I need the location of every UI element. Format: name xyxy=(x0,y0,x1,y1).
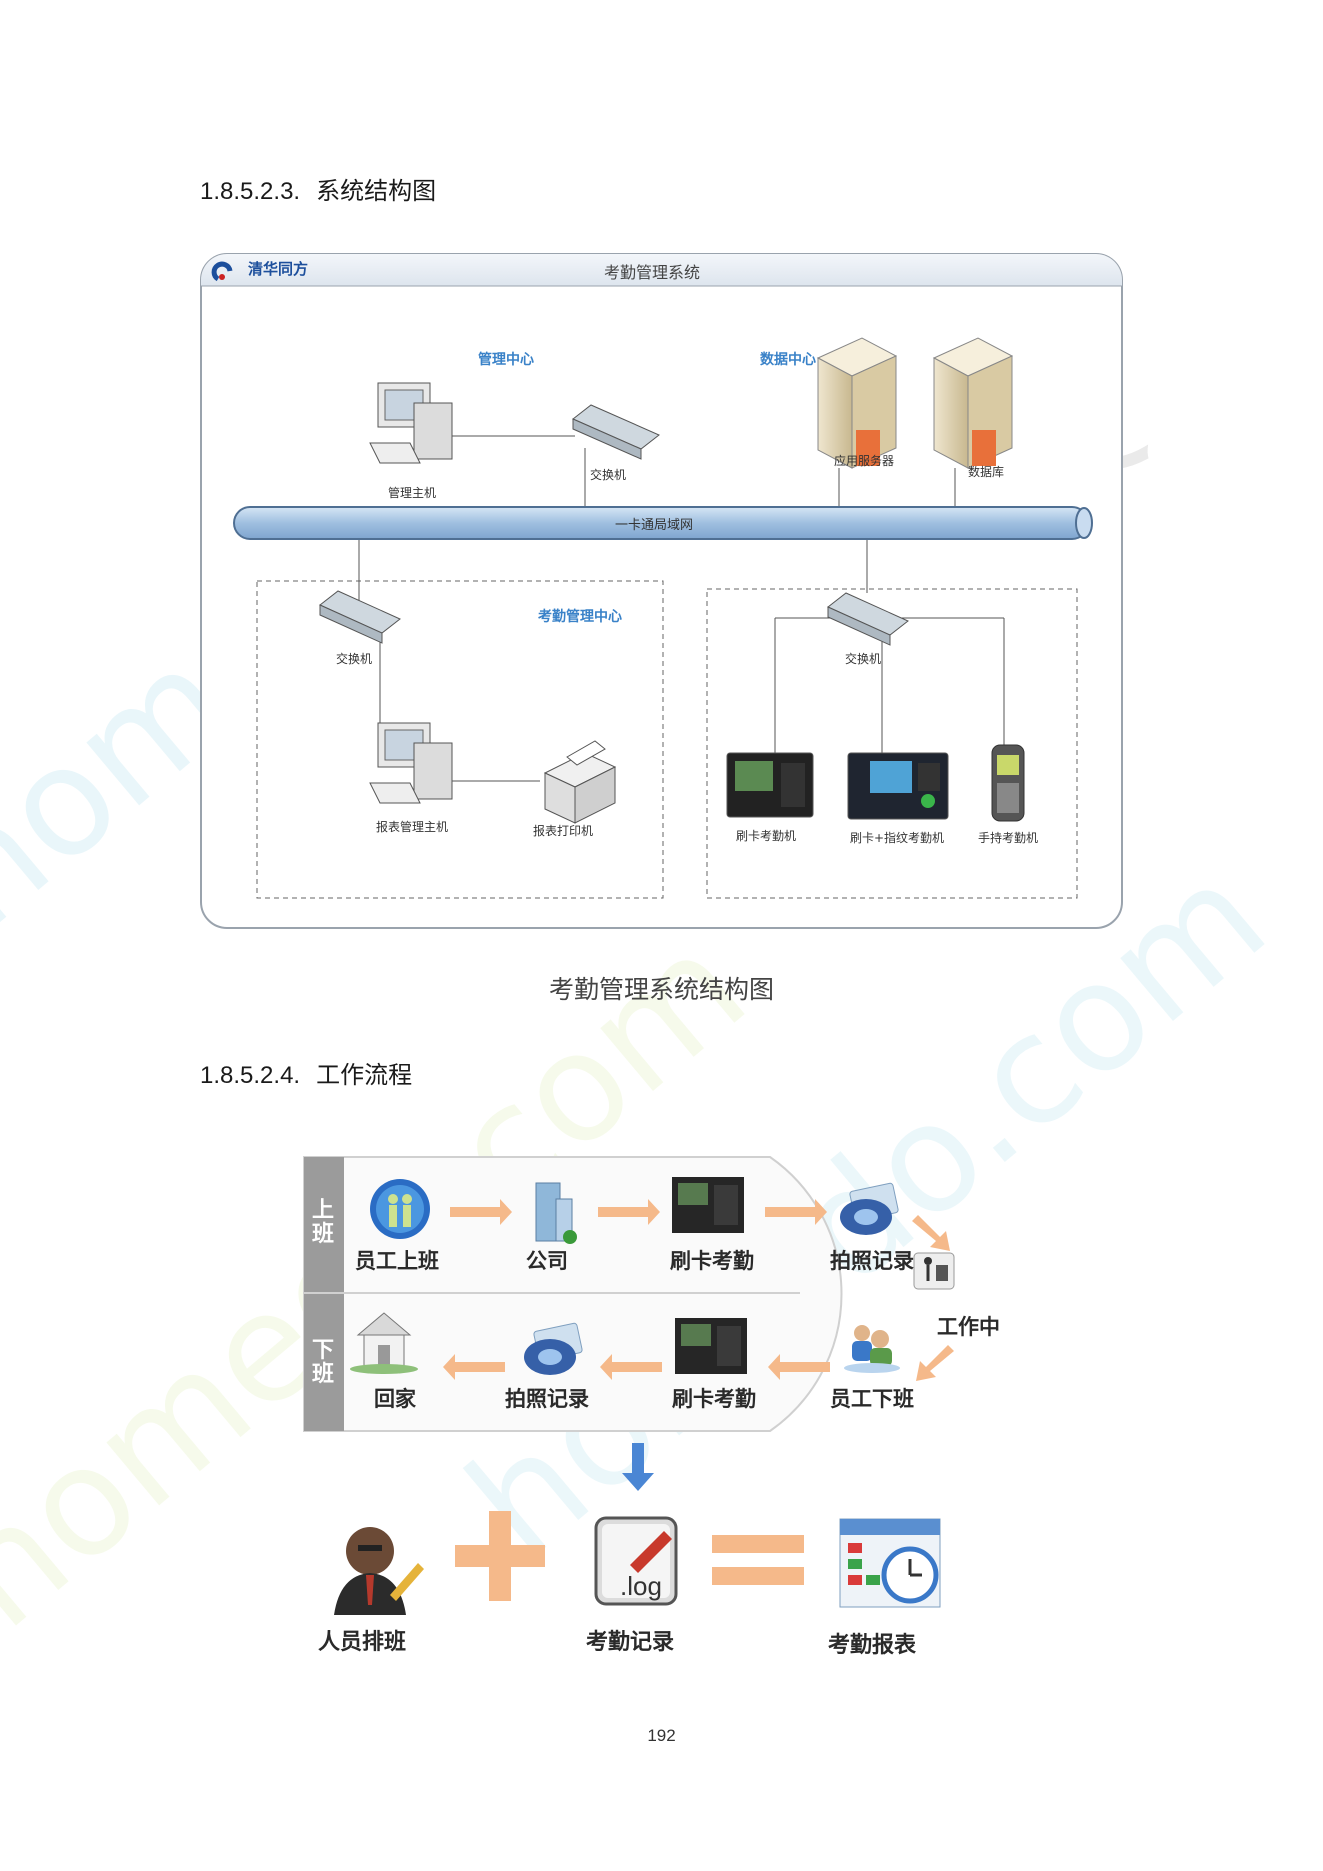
bottom-step-2: 拍照记录 xyxy=(505,1387,589,1411)
top-step-4: 拍照记录 xyxy=(830,1249,914,1273)
walking-people-icon xyxy=(370,1179,430,1239)
report-host-label: 报表管理主机 xyxy=(376,820,449,834)
working-person-icon xyxy=(913,1252,955,1290)
person-schedule-icon xyxy=(334,1527,424,1615)
result-schedule: 人员排班 xyxy=(318,1630,407,1655)
bottom-step-3: 刷卡考勤 xyxy=(672,1387,756,1411)
section-heading-2: 1.8.5.2.4. 工作流程 xyxy=(200,1055,412,1090)
plus-icon xyxy=(455,1511,545,1601)
structure-diagram-graphic xyxy=(200,253,1123,929)
lan-label: 一卡通局域网 xyxy=(615,518,694,533)
data-center-label: 数据中心 xyxy=(760,352,816,368)
off-duty-label: 下班 xyxy=(312,1338,335,1387)
section-title: 工作流程 xyxy=(316,1062,413,1089)
section-number: 1.8.5.2.3. xyxy=(200,178,301,205)
handheld-terminal-icon xyxy=(991,744,1025,822)
top-step-3: 刷卡考勤 xyxy=(670,1249,754,1273)
attendance-terminal-icon xyxy=(672,1177,744,1233)
switch-label-left: 交换机 xyxy=(336,652,373,666)
switch-icon xyxy=(827,592,909,646)
handheld-terminal-label: 手持考勤机 xyxy=(978,831,1039,845)
switch-label-top: 交换机 xyxy=(590,468,627,482)
camera-photo-icon xyxy=(840,1182,899,1235)
working-label: 工作中 xyxy=(937,1315,1000,1339)
section-number: 1.8.5.2.4. xyxy=(200,1062,301,1089)
building-icon xyxy=(535,1182,577,1244)
report-printer-label: 报表打印机 xyxy=(533,824,594,838)
result-report: 考勤报表 xyxy=(828,1633,917,1658)
workflow-graphic xyxy=(303,1156,955,1615)
app-server-label: 应用服务器 xyxy=(834,454,895,468)
computer-icon xyxy=(369,722,453,804)
top-step-2: 公司 xyxy=(526,1249,568,1273)
house-icon xyxy=(350,1312,418,1374)
attendance-center-label: 考勤管理中心 xyxy=(538,609,622,625)
log-file-icon xyxy=(594,1516,678,1606)
switch-label-right: 交换机 xyxy=(845,652,882,666)
employees-icon xyxy=(844,1325,900,1373)
top-step-1: 员工上班 xyxy=(355,1249,439,1273)
diagram-title: 考勤管理系统 xyxy=(604,263,701,282)
switch-icon xyxy=(572,404,660,460)
report-calendar-icon xyxy=(839,1518,941,1608)
camera-photo-icon xyxy=(524,1322,583,1375)
card-fingerprint-terminal-icon xyxy=(847,752,949,820)
card-finger-terminal-label: 刷卡+指纹考勤机 xyxy=(850,831,945,845)
printer-icon xyxy=(543,740,617,824)
log-icon-text: .log xyxy=(620,1571,662,1601)
on-duty-label: 上班 xyxy=(312,1198,335,1247)
server-icon xyxy=(932,337,1014,469)
database-label: 数据库 xyxy=(968,465,1005,479)
equals-icon xyxy=(712,1535,804,1585)
workflow-diagram: 上班 下班 员工上班 公司 刷卡考勤 拍照记录 工作中 回家 拍照记录 刷卡考勤… xyxy=(300,1155,1040,1685)
figure-caption: 考勤管理系统结构图 xyxy=(548,975,774,1004)
attendance-terminal-icon xyxy=(675,1318,747,1374)
computer-icon xyxy=(369,382,453,464)
section-title: 系统结构图 xyxy=(316,178,437,205)
bottom-step-4: 员工下班 xyxy=(830,1387,914,1411)
structure-diagram: 清华同方 考勤管理系统 管理中心 数据中心 管理主机 交换机 应用服务器 数据库… xyxy=(200,253,1123,929)
section-heading-1: 1.8.5.2.3. 系统结构图 xyxy=(200,171,436,206)
server-icon xyxy=(816,337,898,469)
result-records: 考勤记录 xyxy=(586,1630,675,1655)
switch-icon xyxy=(319,590,401,644)
mgmt-host-label: 管理主机 xyxy=(388,486,437,500)
mgmt-center-label: 管理中心 xyxy=(478,352,534,368)
card-terminal-icon xyxy=(726,752,814,818)
logo-text: 清华同方 xyxy=(248,260,309,278)
card-terminal-label: 刷卡考勤机 xyxy=(736,829,797,843)
page-number: 192 xyxy=(647,1726,676,1745)
bottom-step-1: 回家 xyxy=(374,1387,416,1411)
